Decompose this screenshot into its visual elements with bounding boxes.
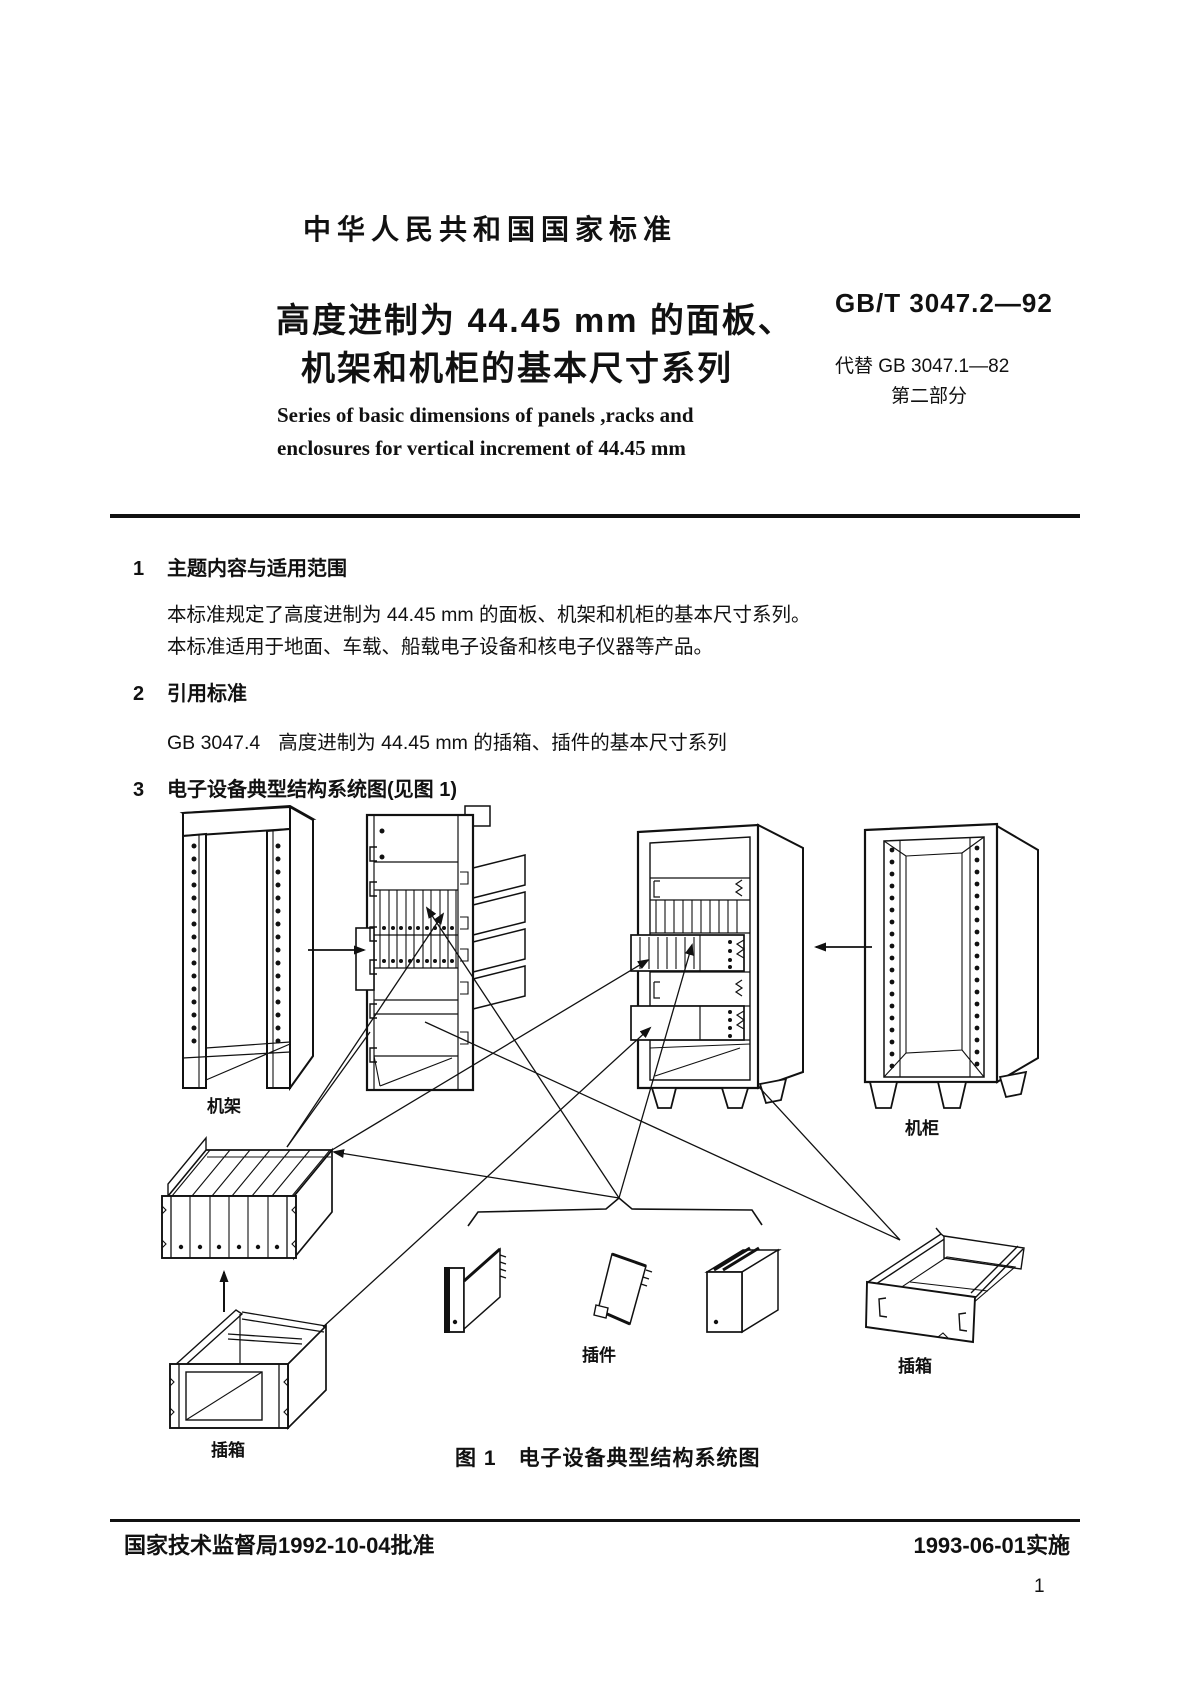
national-standard-heading: 中华人民共和国国家标准 [303, 214, 678, 245]
replaces-note: 代替 GB 3047.1—82 [835, 356, 1010, 377]
plugin-group-brace [467, 1196, 763, 1227]
section2-number: 2 [133, 683, 145, 705]
header-rule [110, 514, 1080, 518]
cabinet-mounting-holes [889, 845, 980, 1069]
cabinet-drawing [863, 822, 1039, 1109]
relation-lines [286, 906, 901, 1328]
section2-reference: GB 3047.4 高度进制为 44.45 mm 的插箱、插件的基本尺寸系列 [167, 726, 727, 755]
drawer-subrack-drawing [865, 1227, 1025, 1344]
section1-paragraph1: 本标准规定了高度进制为 44.45 mm 的面板、机架和机柜的基本尺寸系列。 [167, 604, 811, 626]
plugin-units-drawing [444, 1246, 782, 1334]
rack-drawing [179, 804, 317, 1092]
part-note: 第二部分 [891, 386, 968, 407]
label-plugin: 插件 [582, 1345, 616, 1365]
title-english-line2: enclosures for vertical increment of 44.… [277, 436, 686, 460]
section1-number: 1 [133, 558, 145, 580]
section1-heading: 1 主题内容与适用范围 [133, 552, 347, 581]
section1-title: 主题内容与适用范围 [167, 558, 347, 580]
figure1-diagram: 机架 机柜 插件 插箱 插箱 [161, 804, 1039, 1460]
label-rack: 机架 [207, 1096, 241, 1116]
loaded-cabinet-drawing [630, 823, 804, 1109]
rack-mounting-holes [191, 843, 281, 1044]
empty-subrack-drawing [169, 1309, 327, 1431]
section3-number: 3 [133, 779, 145, 801]
subrack-with-plugins-drawing [161, 1136, 334, 1261]
page-title-line1: 高度进制为 44.45 mm 的面板、 [276, 302, 794, 340]
label-subrack-left: 插箱 [211, 1440, 245, 1460]
label-subrack-right: 插箱 [898, 1356, 932, 1376]
section2-title: 引用标准 [167, 683, 247, 705]
section1-paragraph2: 本标准适用于地面、车载、船载电子设备和核电子仪器等产品。 [167, 636, 714, 658]
section3-title: 电子设备典型结构系统图(见图 1) [167, 779, 457, 801]
reference-code: GB 3047.4 [167, 732, 261, 754]
reference-title: 高度进制为 44.45 mm 的插箱、插件的基本尺寸系列 [278, 732, 727, 754]
standard-number: GB/T 3047.2—92 [835, 288, 1053, 318]
title-english-line1: Series of basic dimensions of panels ,ra… [277, 403, 694, 427]
section3-heading: 3 电子设备典型结构系统图(见图 1) [133, 773, 457, 802]
page-number: 1 [1034, 1576, 1045, 1597]
footer-rule [110, 1519, 1080, 1522]
label-cabinet: 机柜 [905, 1118, 939, 1138]
section2-heading: 2 引用标准 [133, 677, 247, 706]
populated-rack-drawing [355, 805, 526, 1092]
footer-approved: 国家技术监督局1992-10-04批准 [124, 1533, 435, 1558]
footer-implemented: 1993-06-01实施 [913, 1533, 1070, 1558]
figure1-caption: 图 1 电子设备典型结构系统图 [455, 1447, 761, 1470]
page-title-line2: 机架和机柜的基本尺寸系列 [301, 350, 733, 388]
